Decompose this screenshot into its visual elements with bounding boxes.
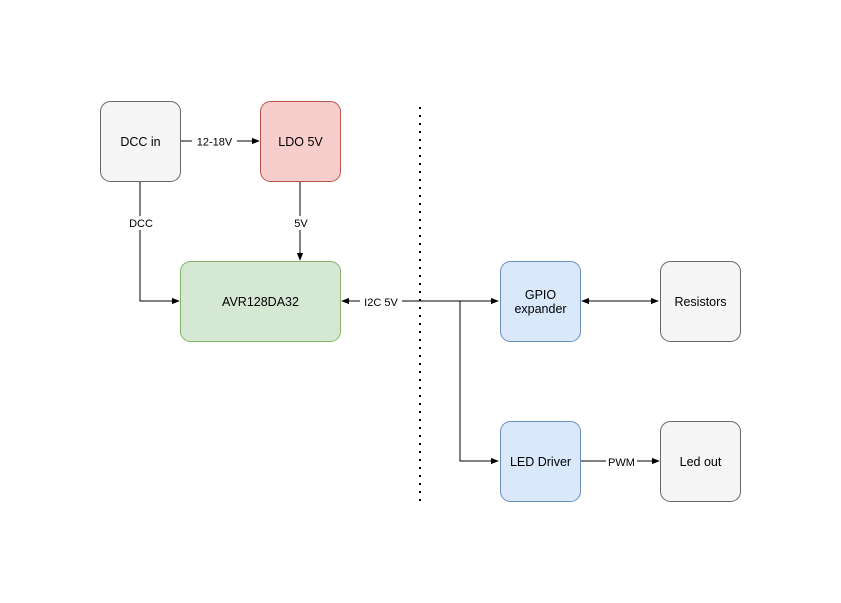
node-led-driver[interactable]: LED Driver xyxy=(500,421,581,502)
node-ldo-5v-label: LDO 5V xyxy=(278,135,323,149)
edge-dcc-to-mcu xyxy=(139,181,180,305)
edge-label-pwm: PWM xyxy=(608,457,635,469)
edge-label-12-18v: 12-18V xyxy=(197,137,233,149)
node-avr128da32-label: AVR128DA32 xyxy=(222,295,299,309)
node-led-out[interactable]: Led out xyxy=(660,421,741,502)
edge-label-5v: 5V xyxy=(294,218,308,230)
node-avr128da32[interactable]: AVR128DA32 xyxy=(180,261,341,342)
edge-label-i2c-5v: I2C 5V xyxy=(364,297,398,309)
edge-label-dcc: DCC xyxy=(129,218,153,230)
node-dcc-in-label: DCC in xyxy=(120,135,160,149)
node-gpio-expander-label-2: expander xyxy=(514,302,566,316)
node-gpio-expander-label-1: GPIO xyxy=(525,288,557,302)
node-resistors[interactable]: Resistors xyxy=(660,261,741,342)
node-dcc-in[interactable]: DCC in xyxy=(100,101,181,182)
node-ldo-5v[interactable]: LDO 5V xyxy=(260,101,341,182)
edge-i2c-to-led-driver xyxy=(459,301,499,465)
node-led-out-label: Led out xyxy=(680,455,722,469)
node-gpio-expander[interactable]: GPIO expander xyxy=(500,261,581,342)
node-led-driver-label: LED Driver xyxy=(510,455,571,469)
node-resistors-label: Resistors xyxy=(674,295,726,309)
